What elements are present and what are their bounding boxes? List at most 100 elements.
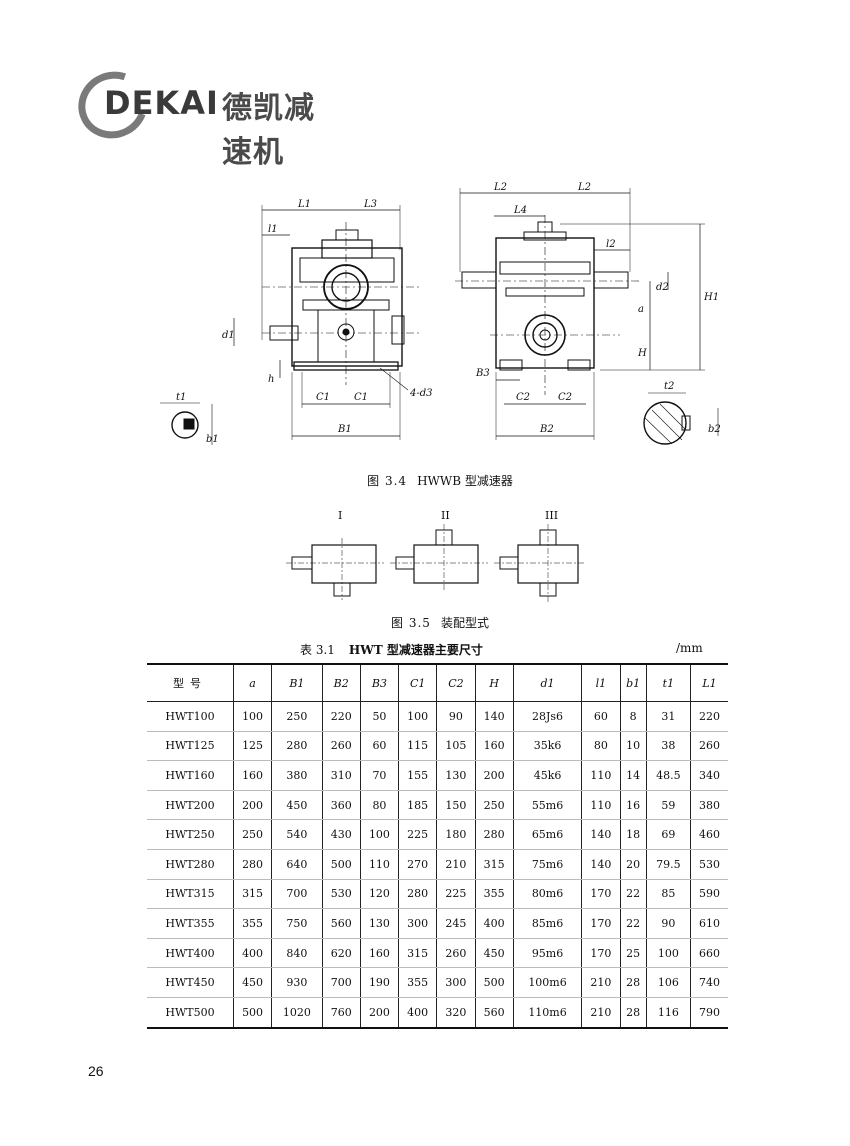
column-header: b1 <box>619 664 647 702</box>
table-cell: 60 <box>581 701 621 732</box>
table-cell: 500 <box>232 997 273 1028</box>
dim-label-B3: B3 <box>475 368 490 379</box>
table-cell: 930 <box>271 967 323 998</box>
table-cell: 310 <box>321 760 361 791</box>
table-cell: 315 <box>232 879 273 910</box>
dim-label-B2: B2 <box>539 424 554 435</box>
table-cell: 14 <box>619 760 647 791</box>
shaft-key-detail-right <box>643 392 719 445</box>
figure-3-5-drawing <box>286 524 586 602</box>
table-cell: 100 <box>359 819 400 850</box>
column-header: t1 <box>645 664 692 702</box>
dim-label-t2: t2 <box>664 381 674 392</box>
dim-label-H1: H1 <box>703 292 719 303</box>
table-cell: 450 <box>232 967 273 998</box>
model-cell: HWT280 <box>147 849 234 880</box>
table-cell: 610 <box>690 908 728 939</box>
table-cell: 225 <box>436 879 476 910</box>
column-header: 型号 <box>147 664 234 702</box>
table-cell: 80m6 <box>512 879 583 910</box>
table-cell: 280 <box>232 849 273 880</box>
column-header: C1 <box>398 664 438 702</box>
table-cell: 620 <box>321 938 361 969</box>
table-cell: 116 <box>645 997 692 1028</box>
dim-label-L1: L1 <box>297 199 311 210</box>
column-header: C2 <box>436 664 476 702</box>
table-cell: 280 <box>474 819 514 850</box>
table-cell: 120 <box>359 879 400 910</box>
column-header: B3 <box>359 664 400 702</box>
table-cell: 740 <box>690 967 728 998</box>
table-cell: 55m6 <box>512 790 583 821</box>
table-cell: 140 <box>581 849 621 880</box>
table-cell: 500 <box>474 967 514 998</box>
table-cell: 380 <box>690 790 728 821</box>
table-cell: 28 <box>619 967 647 998</box>
figure-3-4-caption-num: 图 3.4 <box>367 474 408 488</box>
table-cell: 85 <box>645 879 692 910</box>
table-cell: 69 <box>645 819 692 850</box>
table-cell: 10 <box>619 731 647 762</box>
table-cell: 80 <box>581 731 621 762</box>
table-cell: 220 <box>690 701 728 732</box>
table-cell: 245 <box>436 908 476 939</box>
table-cell: 100 <box>232 701 273 732</box>
table-cell: 48.5 <box>645 760 692 791</box>
dim-label-h: h <box>268 374 274 385</box>
dim-label-L2-a: L2 <box>493 182 507 193</box>
table-cell: 400 <box>474 908 514 939</box>
table-cell: 170 <box>581 879 621 910</box>
model-cell: HWT500 <box>147 997 234 1028</box>
model-cell: HWT400 <box>147 938 234 969</box>
table-cell: 530 <box>321 879 361 910</box>
table-cell: 500 <box>321 849 361 880</box>
model-cell: HWT200 <box>147 790 234 821</box>
table-cell: 840 <box>271 938 323 969</box>
dim-label-b1: b1 <box>206 434 219 445</box>
table-cell: 200 <box>474 760 514 791</box>
table-cell: 210 <box>581 967 621 998</box>
table-cell: 130 <box>359 908 400 939</box>
table-cell: 250 <box>232 819 273 850</box>
table-cell: 85m6 <box>512 908 583 939</box>
table-cell: 110 <box>581 760 621 791</box>
table-cell: 65m6 <box>512 819 583 850</box>
table-cell: 225 <box>398 819 438 850</box>
logo-brand-cn: 德凯减速机 <box>222 91 315 170</box>
table-cell: 790 <box>690 997 728 1028</box>
dim-label-d2: d2 <box>656 282 669 293</box>
table-cell: 250 <box>474 790 514 821</box>
table-cell: 700 <box>271 879 323 910</box>
table-cell: 170 <box>581 908 621 939</box>
table-cell: 280 <box>271 731 323 762</box>
hwwb-side-view <box>233 205 420 440</box>
assembly-type-2 <box>390 524 488 590</box>
table-cell: 50 <box>359 701 400 732</box>
column-header: B2 <box>321 664 361 702</box>
table-3-1-title-num: 表 3.1 <box>300 643 335 657</box>
table-cell: 100 <box>645 938 692 969</box>
table-cell: 260 <box>321 731 361 762</box>
assembly-label-2: II <box>441 509 450 522</box>
table-cell: 160 <box>474 731 514 762</box>
table-cell: 115 <box>398 731 438 762</box>
table-cell: 155 <box>398 760 438 791</box>
table-cell: 110 <box>359 849 400 880</box>
table-cell: 380 <box>271 760 323 791</box>
dim-label-H: H <box>637 348 647 359</box>
figure-3-4-drawing: L1 L3 l1 d1 h C1 C1 B1 4-d3 t1 b1 L2 L2 … <box>160 182 721 445</box>
dim-label-a: a <box>638 304 644 315</box>
table-cell: 760 <box>321 997 361 1028</box>
model-cell: HWT250 <box>147 819 234 850</box>
model-cell: HWT315 <box>147 879 234 910</box>
table-cell: 300 <box>398 908 438 939</box>
model-cell: HWT450 <box>147 967 234 998</box>
dim-label-L4: L4 <box>513 205 527 216</box>
